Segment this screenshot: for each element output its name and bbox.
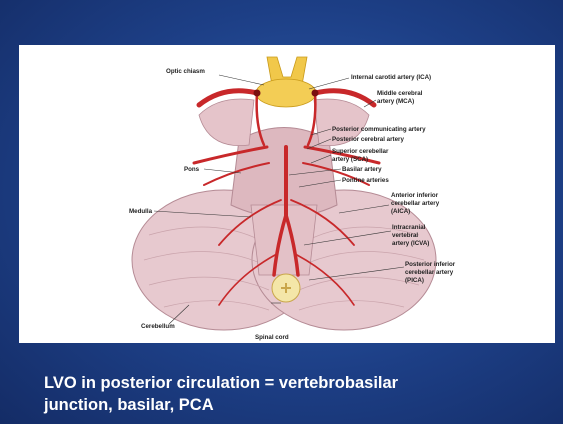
label-pca: Posterior cerebral artery	[332, 136, 404, 143]
label-aica-3: (AICA)	[391, 208, 410, 215]
label-medulla: Medulla	[129, 208, 153, 215]
label-icva-3: artery (ICVA)	[392, 240, 429, 247]
label-pica-3: (PICA)	[405, 277, 424, 284]
slide-caption: LVO in posterior circulation = vertebrob…	[44, 372, 524, 416]
label-mca-1: Middle cerebral	[377, 90, 423, 97]
label-mca-2: artery (MCA)	[377, 98, 414, 105]
label-optic-chiasm: Optic chiasm	[166, 68, 205, 75]
label-pcomm: Posterior communicating artery	[332, 126, 426, 133]
label-aica-2: cerebellar artery	[391, 200, 440, 207]
label-pica-1: Posterior inferior	[405, 261, 456, 268]
temporal-lobe-left	[199, 99, 254, 146]
label-icva-2: vertebral	[392, 232, 418, 239]
brainstem-artery-illustration: Optic chiasm Internal carotid artery (IC…	[19, 45, 555, 343]
label-sca-2: artery (SCA)	[332, 156, 368, 163]
chiasm-body	[256, 79, 316, 107]
label-spinal-cord: Spinal cord	[255, 334, 289, 341]
caption-line-1: LVO in posterior circulation = vertebrob…	[44, 372, 524, 394]
label-pica-2: cerebellar artery	[405, 269, 454, 276]
label-cerebellum: Cerebellum	[141, 323, 175, 330]
label-icva-1: Intracranial	[392, 224, 426, 231]
label-aica-1: Anterior inferior	[391, 192, 439, 199]
caption-line-2: junction, basilar, PCA	[44, 394, 524, 416]
label-pons: Pons	[184, 166, 200, 173]
label-ica: Internal carotid artery (ICA)	[351, 74, 431, 81]
label-basilar: Basilar artery	[342, 166, 382, 173]
label-pontine: Pontine arteries	[342, 177, 389, 184]
anatomy-figure: Optic chiasm Internal carotid artery (IC…	[19, 45, 555, 343]
label-sca-1: Superior cerebellar	[332, 148, 389, 155]
